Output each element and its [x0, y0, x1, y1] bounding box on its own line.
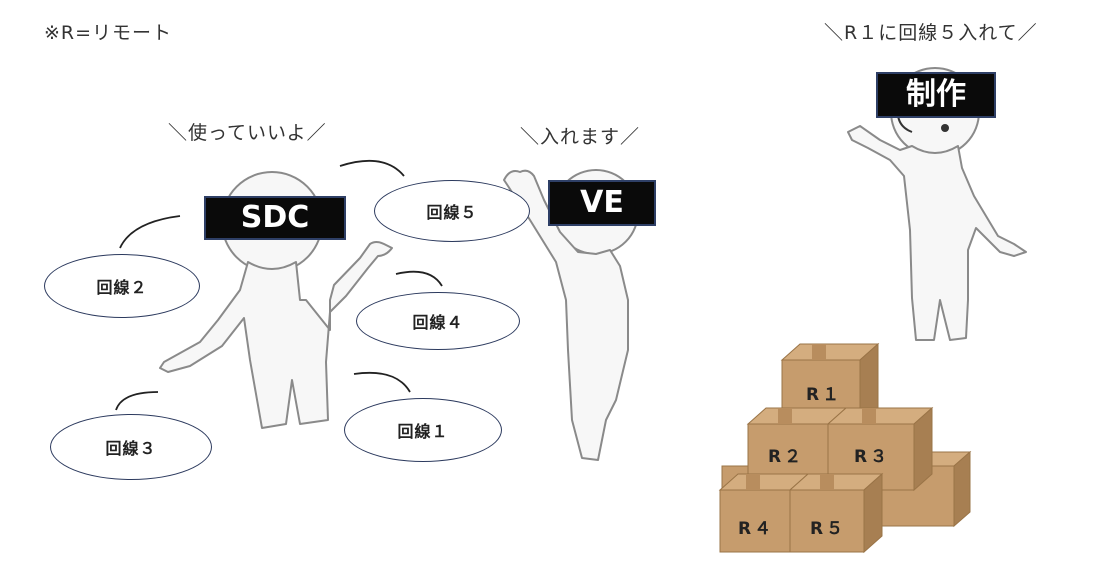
- sdc-speech: ＼使っていいよ／: [168, 122, 327, 144]
- line4-label: 回線４: [412, 313, 464, 332]
- ve-role-tag: VE: [548, 180, 656, 226]
- connector-line4: [395, 270, 443, 287]
- line5-label: 回線５: [426, 203, 478, 222]
- line2-oval: 回線２: [44, 254, 200, 318]
- line4-oval: 回線４: [356, 292, 520, 350]
- connector-line1: [353, 371, 411, 393]
- cardboard-box-pile: [718, 342, 972, 554]
- producer-role-tag: 制作: [876, 72, 996, 118]
- remote-legend-note: ※R=リモート: [44, 22, 173, 44]
- connector-line5: [339, 159, 405, 177]
- line3-label: 回線３: [105, 439, 157, 458]
- line1-label: 回線１: [397, 422, 449, 441]
- line2-label: 回線２: [96, 278, 148, 297]
- line5-oval: 回線５: [374, 180, 530, 242]
- box-r3-label: R３: [854, 447, 891, 467]
- box-r4-label: R４: [738, 519, 775, 539]
- sdc-role-tag: SDC: [204, 196, 346, 240]
- box-r5-label: R５: [810, 519, 847, 539]
- box-r1-label: R１: [806, 385, 843, 405]
- producer-speech: ＼R１に回線５入れて／: [824, 22, 1038, 44]
- line3-oval: 回線３: [50, 414, 212, 480]
- box-r2-label: R２: [768, 447, 805, 467]
- ve-speech: ＼入れます／: [520, 126, 641, 148]
- connector-line2: [119, 215, 181, 249]
- connector-line3: [115, 391, 159, 411]
- line1-oval: 回線１: [344, 398, 502, 462]
